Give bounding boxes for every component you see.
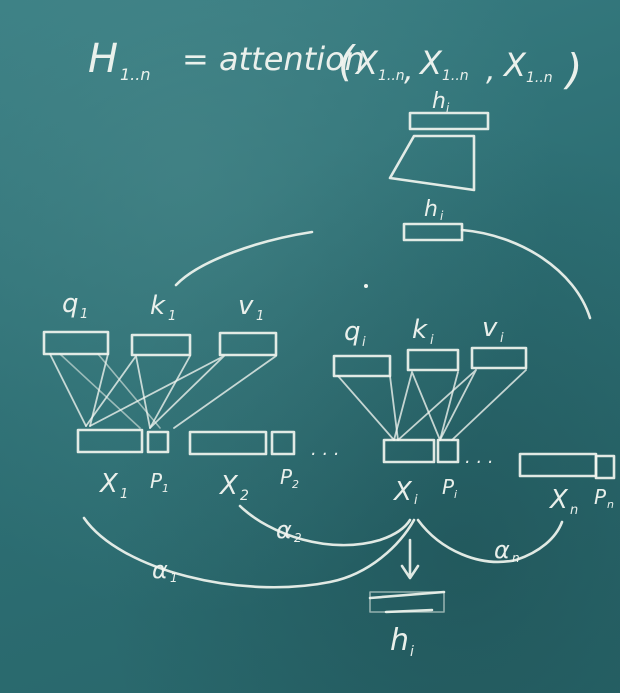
x2-sub: 2 <box>240 488 249 504</box>
formula-paren-close: ) <box>563 45 582 94</box>
formula-arg2-sub: 1..n <box>442 68 469 84</box>
alpha2-label: α <box>276 516 292 544</box>
p1-label: P <box>150 469 163 493</box>
vi-connections <box>397 369 527 441</box>
x1-label: X <box>98 469 119 499</box>
formula-arg3: X <box>502 46 527 84</box>
alpha1-label: α <box>152 556 168 584</box>
formula-lhs-sub: 1..n <box>120 65 151 84</box>
xn-box <box>518 452 598 478</box>
q1-box <box>42 330 110 356</box>
dots-1: · · · <box>310 444 339 465</box>
xn-label: X <box>548 485 569 515</box>
arc-left <box>174 230 314 287</box>
dots-2: · · · <box>464 452 493 473</box>
attention-formula: H 1..n = attention ( X 1..n , X 1..n , X… <box>88 36 582 94</box>
pi-sub: i <box>454 488 457 501</box>
output-h-sub: i <box>410 644 414 660</box>
formula-sep2: , <box>486 53 496 88</box>
alphan-arc <box>416 518 564 564</box>
xi-box <box>382 438 436 464</box>
ki-sub: i <box>430 333 434 348</box>
v1-sub: 1 <box>256 309 264 324</box>
pn-label: P <box>594 485 607 509</box>
mid-h-box <box>402 222 464 242</box>
xi-label: X <box>392 477 413 507</box>
alphan-label: α <box>494 536 510 564</box>
pn-sub: n <box>607 498 614 511</box>
alpha1-sub: 1 <box>170 571 178 585</box>
top-h-sub: i <box>446 101 450 115</box>
left-qkv-block: q 1 k 1 v 1 <box>42 289 278 429</box>
qi-box <box>332 354 392 378</box>
formula-arg2: X <box>418 44 443 82</box>
p2-sub: 2 <box>292 478 299 491</box>
qi-sub: i <box>362 335 366 350</box>
v1-box <box>218 331 278 357</box>
alpha2-sub: 2 <box>294 531 302 545</box>
k1-label: k <box>150 291 166 321</box>
top-h-box <box>408 111 490 131</box>
xn-sub: n <box>570 503 578 518</box>
x2-label: X <box>218 471 239 501</box>
alpha2-arc <box>238 504 412 547</box>
formula-paren-open: ( <box>338 37 356 86</box>
top-h-label: h <box>432 89 446 114</box>
x1-sub: 1 <box>120 487 128 502</box>
x2-box <box>188 430 268 456</box>
xi-sub: i <box>414 493 418 508</box>
inputs-row: · · · · · · X 1 P 1 X 2 P 2 X i P i X n … <box>76 428 616 518</box>
arc-right <box>460 228 592 320</box>
vi-box <box>470 346 528 370</box>
ki-connections <box>393 371 459 441</box>
ki-label: k <box>412 315 428 345</box>
output-h-box <box>369 591 445 613</box>
output-stack: h i h i <box>174 89 592 320</box>
formula-equals-attention: = attention <box>182 40 365 78</box>
k1-sub: 1 <box>168 309 176 324</box>
formula-arg1: X <box>354 44 379 82</box>
mid-h-label: h <box>424 197 438 222</box>
v1-label: v <box>238 291 254 321</box>
vi-label: v <box>482 313 498 343</box>
pn-box <box>594 454 616 480</box>
mid-h-sub: i <box>440 209 444 223</box>
v1-connections <box>89 355 277 429</box>
p2-box <box>270 430 296 456</box>
q1-label: q <box>62 289 79 319</box>
formula-arg3-sub: 1..n <box>526 70 553 86</box>
p1-sub: 1 <box>162 482 169 495</box>
output-h-label: h <box>390 623 409 658</box>
alpha1-arc <box>82 516 416 589</box>
alphan-sub: n <box>512 551 520 565</box>
p2-label: P <box>280 465 293 489</box>
vi-sub: i <box>500 331 504 346</box>
qi-connections <box>337 375 399 441</box>
alpha-weights: α 1 α 2 α n <box>82 504 564 589</box>
q1-sub: 1 <box>80 307 88 322</box>
pi-box <box>436 438 460 464</box>
chalk-dot <box>364 284 368 288</box>
crossing-lines <box>59 353 161 429</box>
formula-sep1: , <box>404 53 414 88</box>
k1-box <box>130 333 192 357</box>
down-arrow <box>400 538 420 580</box>
ffn-trapezoid <box>388 134 476 192</box>
formula-lhs: H <box>88 36 118 82</box>
pi-label: P <box>442 475 455 499</box>
p1-box <box>146 430 170 454</box>
formula-arg1-sub: 1..n <box>378 68 405 84</box>
weighted-sum-output: h i <box>368 538 446 660</box>
output-box-lines <box>368 590 446 614</box>
ki-box <box>406 348 460 372</box>
x1-box <box>76 428 144 454</box>
qi-label: q <box>344 317 361 347</box>
right-qkv-block: q i k i v i <box>332 313 528 441</box>
k1-connections <box>85 355 191 429</box>
